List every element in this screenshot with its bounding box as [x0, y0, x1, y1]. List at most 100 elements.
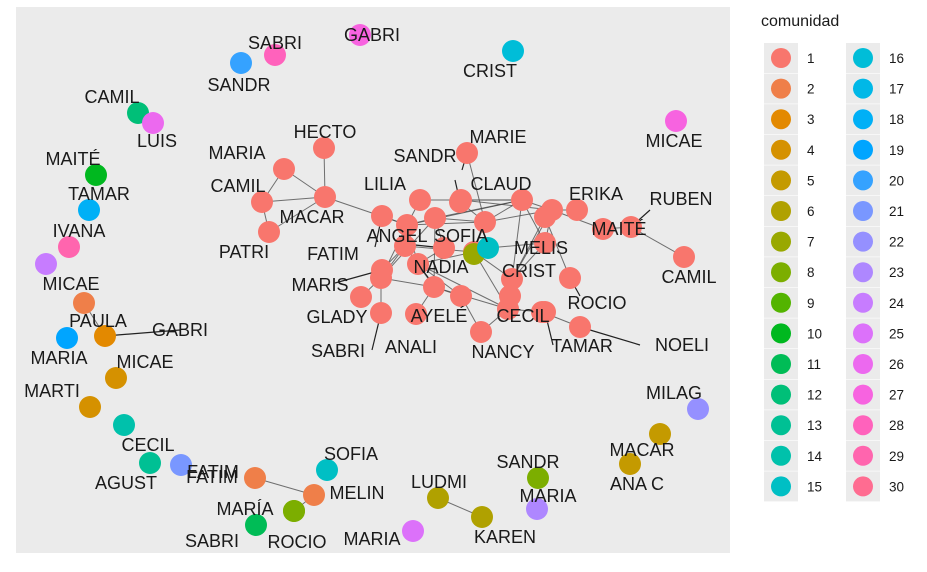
node-nancy — [470, 321, 492, 343]
legend-swatch — [853, 109, 873, 130]
legend-swatch — [853, 201, 873, 221]
legend-swatch — [853, 170, 873, 191]
legend-swatch — [771, 354, 791, 374]
node-label: SABRI — [185, 531, 239, 551]
node-anac — [619, 453, 641, 475]
labels-layer: SANDR SABRI GABRI CRIST CAMIL LUIS MAITÉ TAMAR I… — [24, 25, 716, 552]
node-label: MAITÉ — [591, 219, 646, 239]
node-paula — [73, 292, 95, 314]
legend-swatch — [771, 445, 791, 466]
node-erika — [566, 199, 588, 221]
node-label: ANALI — [385, 337, 437, 357]
legend-label: 14 — [807, 449, 823, 464]
node-label: MILAG — [646, 383, 702, 403]
legend-swatch — [771, 262, 791, 283]
node-maria_c — [273, 158, 295, 180]
node-label: ERIKA — [569, 184, 623, 204]
legend-label: 9 — [807, 296, 815, 311]
network-edge — [406, 221, 486, 226]
node-label: GLADY — [306, 307, 367, 327]
legend-label: 10 — [807, 326, 822, 341]
node-label: MARIS — [291, 275, 348, 295]
node-label: NOELI — [655, 335, 709, 355]
node-lilia — [409, 189, 431, 211]
node-label: CECIL — [121, 435, 174, 455]
node-label: MACAR — [279, 207, 344, 227]
legend-label: 17 — [889, 82, 904, 97]
legend-label: 25 — [889, 326, 904, 341]
node-label: MARTI — [24, 381, 80, 401]
legend-items: 1234567891011121314151617181920212223242… — [764, 43, 905, 502]
node-c3 — [474, 211, 496, 233]
node-label: LUDMI — [411, 472, 467, 492]
legend-label: 4 — [807, 143, 815, 158]
node-label: SANDR — [496, 452, 559, 472]
node-sandr2 — [527, 467, 549, 489]
legend-swatch — [853, 292, 873, 313]
node-maria_b — [402, 520, 424, 542]
legend-swatch — [853, 231, 873, 252]
legend-label: 20 — [889, 173, 904, 188]
label-leader-line — [104, 329, 181, 337]
node-agust — [139, 452, 161, 474]
node-c2 — [424, 207, 446, 229]
legend-swatch — [853, 354, 873, 374]
legend-label: 3 — [807, 112, 815, 127]
node-marie — [456, 142, 478, 164]
node-crist2 — [501, 268, 523, 290]
node-c4 — [511, 189, 533, 211]
node-milag — [687, 398, 709, 420]
node-label: MICAE — [645, 131, 702, 151]
node-label: SABRI — [248, 33, 302, 53]
legend-label: 15 — [807, 479, 822, 494]
node-label: IVANA — [53, 221, 106, 241]
node-sofia1 — [316, 459, 338, 481]
node-label: TAMAR — [68, 184, 130, 204]
node-label: MARIA — [343, 529, 400, 549]
node-label: TAMAR — [551, 336, 613, 356]
node-c7 — [370, 267, 392, 289]
node-c11 — [531, 301, 553, 323]
node-gabri1 — [349, 24, 371, 46]
node-label: LUIS — [137, 131, 177, 151]
legend-label: 2 — [807, 82, 815, 97]
node-label: MARIE — [469, 127, 526, 147]
legend-label: 21 — [889, 204, 904, 219]
node-label: CECIL — [496, 306, 549, 326]
network-edge — [511, 216, 546, 280]
node-label: HECTO — [294, 122, 357, 142]
node-label: MELIN — [329, 483, 384, 503]
node-label: CAMIL — [661, 267, 716, 287]
node-label: FATIM — [187, 462, 239, 482]
legend-swatch — [771, 201, 791, 221]
node-label: MELIS — [514, 238, 568, 258]
node-label: MICAE — [116, 352, 173, 372]
node-fatim3 — [371, 205, 393, 227]
node-label: SOFIA — [324, 444, 378, 464]
node-anali — [405, 303, 427, 325]
legend-label: 30 — [889, 479, 904, 494]
legend-label: 22 — [889, 235, 904, 250]
node-micae2 — [665, 110, 687, 132]
node-fatim2 — [244, 467, 266, 489]
node-label: ANGEL — [366, 226, 427, 246]
legend-swatch — [853, 384, 873, 405]
legend-title: comunidad — [761, 13, 839, 30]
legend-label: 11 — [807, 357, 821, 372]
legend-swatch — [771, 109, 791, 130]
node-label: PAULA — [69, 311, 127, 331]
node-noeli — [569, 316, 591, 338]
legend-label: 24 — [889, 296, 905, 311]
legend-swatch — [771, 78, 791, 99]
legend-label: 23 — [889, 265, 904, 280]
node-label: GABRI — [152, 320, 208, 340]
node-label: MICAE — [42, 274, 99, 294]
node-rocio2 — [559, 267, 581, 289]
legend-swatch — [853, 445, 873, 466]
node-label: CRIST — [463, 61, 517, 81]
node-sabri3 — [370, 302, 392, 324]
node-label: FATIM — [307, 244, 359, 264]
node-label: CAMIL — [210, 176, 265, 196]
node-crist1 — [502, 40, 524, 62]
